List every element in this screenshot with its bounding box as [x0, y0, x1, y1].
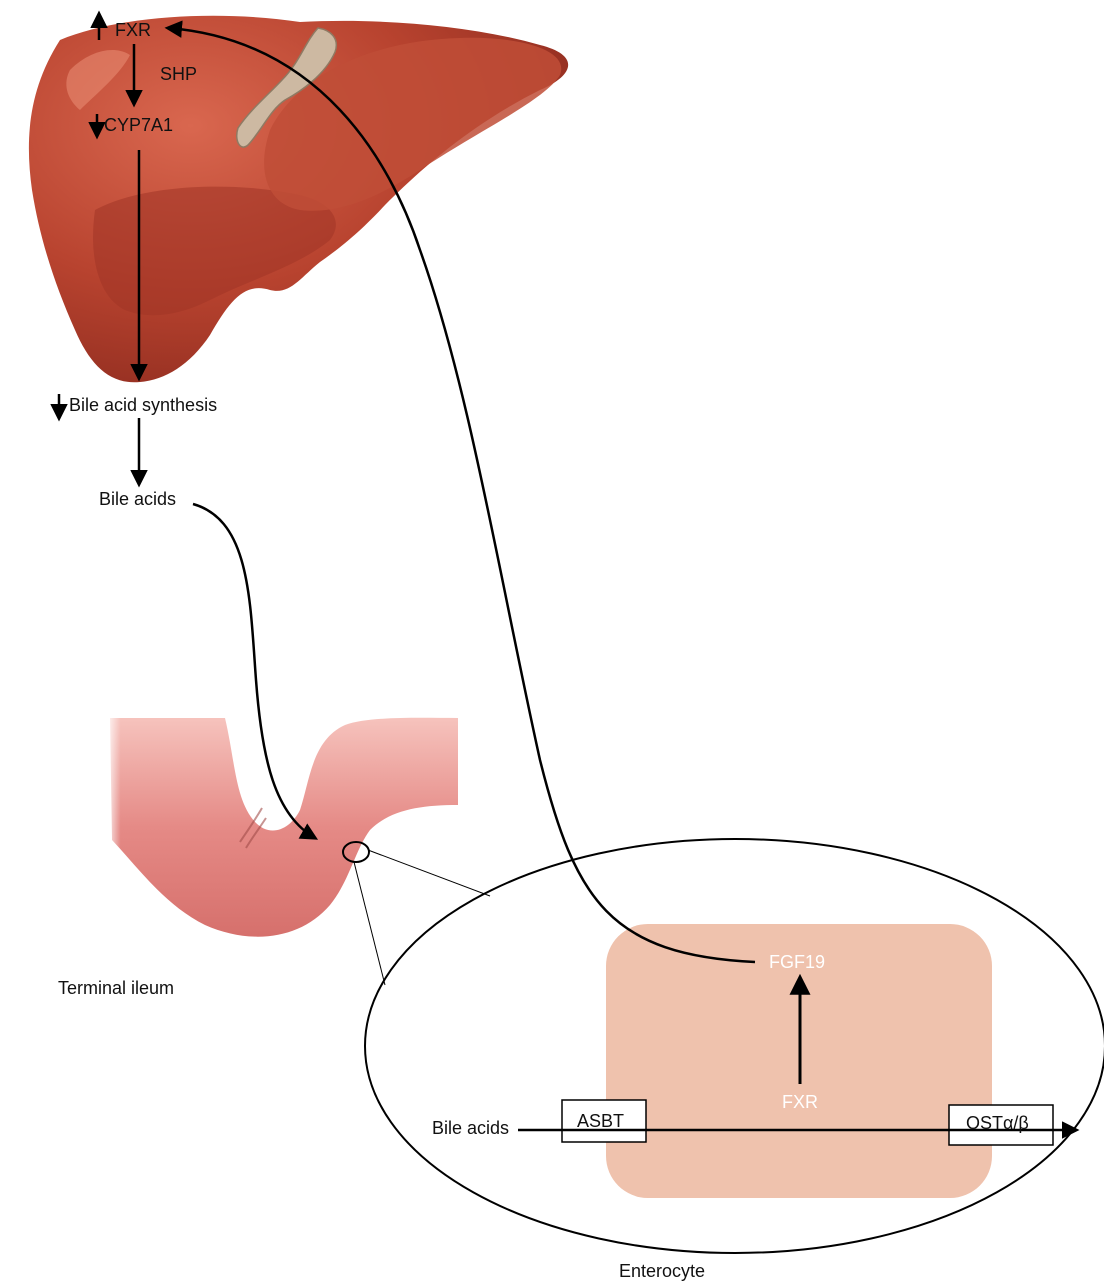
bile-acids-cell-label: Bile acids [432, 1118, 509, 1138]
bile-acids-top-label: Bile acids [99, 489, 176, 509]
liver-fxr-label: FXR [115, 20, 151, 40]
ileum-illustration [105, 715, 458, 937]
ost-label: OSTα/β [966, 1113, 1029, 1133]
zoom-line-upper [368, 850, 490, 896]
enterocyte-label: Enterocyte [619, 1261, 705, 1281]
fgf19-label: FGF19 [769, 952, 825, 972]
ileum-fade [105, 715, 235, 855]
enterocyte-fxr-label: FXR [782, 1092, 818, 1112]
terminal-ileum-label: Terminal ileum [58, 978, 174, 998]
cyp7a1-label: CYP7A1 [104, 115, 173, 135]
shp-label: SHP [160, 64, 197, 84]
zoom-line-lower [354, 862, 385, 985]
magnifier [343, 839, 1104, 1253]
bile-acid-synthesis-label: Bile acid synthesis [69, 395, 217, 415]
liver-illustration [29, 16, 568, 383]
asbt-label: ASBT [577, 1111, 624, 1131]
